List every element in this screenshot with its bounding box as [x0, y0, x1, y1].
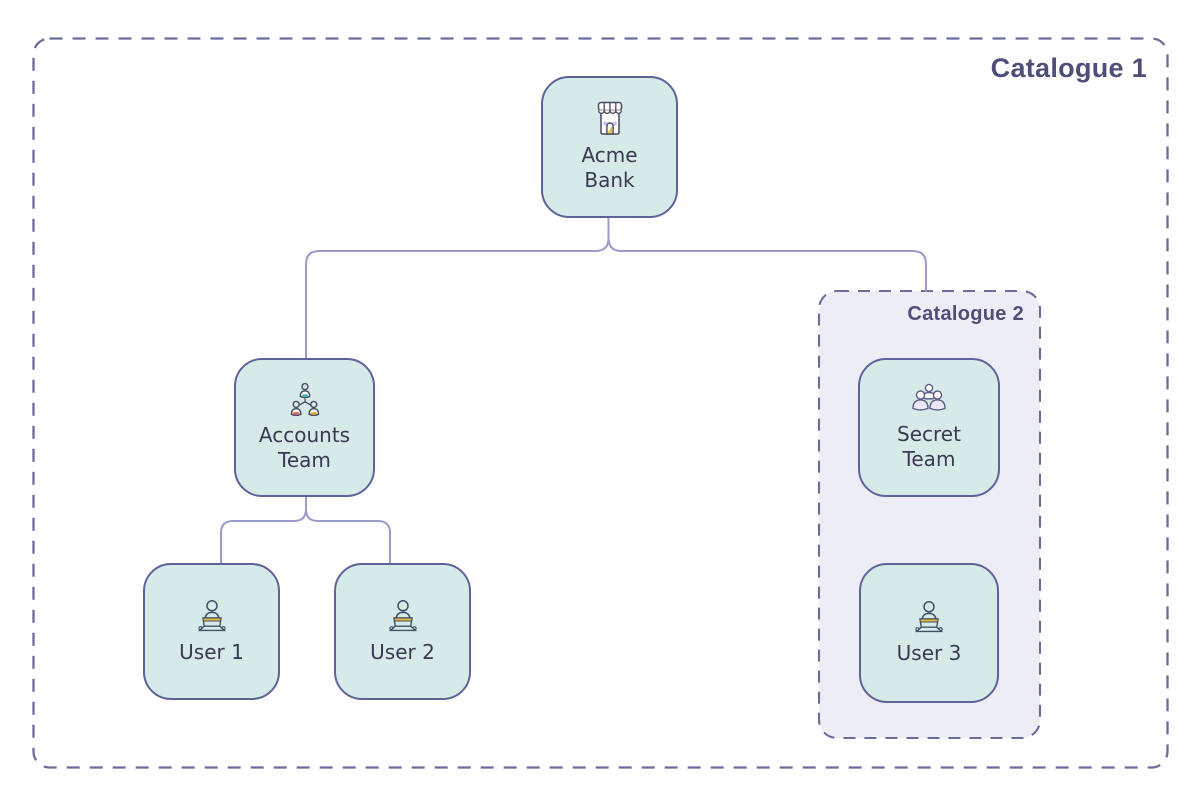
node-label: User 2 — [370, 639, 435, 664]
node-secret-team[interactable]: Secret Team — [858, 358, 1000, 497]
catalogue-2-label: Catalogue 2 — [907, 303, 1024, 325]
person-laptop-icon — [914, 601, 944, 633]
person-laptop-icon — [197, 599, 226, 631]
storefront-window-icon — [602, 121, 607, 126]
edge-acme-bank-to-catalogue-2 — [607, 216, 927, 292]
storefront-icon — [597, 101, 622, 135]
node-label: Secret Team — [897, 422, 961, 471]
org-tree-people-icon — [290, 382, 319, 417]
node-label: User 1 — [179, 639, 244, 664]
node-user-3[interactable]: User 3 — [859, 563, 999, 703]
node-label: User 3 — [896, 641, 962, 665]
storefront-window-icon — [612, 121, 617, 126]
node-user-2[interactable]: User 2 — [334, 563, 471, 700]
edge-accounts-team-to-user-1 — [220, 495, 307, 564]
node-label: Accounts Team — [258, 423, 351, 472]
edge-accounts-team-to-user-2 — [305, 495, 391, 564]
catalogue-1-frame — [32, 37, 1169, 769]
node-acme-bank[interactable]: Acme Bank — [541, 76, 678, 218]
edge-acme-bank-to-accounts-team — [305, 216, 610, 359]
node-user-1[interactable]: User 1 — [143, 563, 280, 700]
catalogue-1-label: Catalogue 1 — [990, 53, 1147, 83]
person-laptop-icon — [388, 599, 417, 631]
people-group-icon — [912, 383, 946, 411]
node-accounts-team[interactable]: Accounts Team — [234, 358, 375, 497]
storefront-awning-icon — [597, 110, 622, 114]
node-label: Acme Bank — [581, 143, 638, 192]
